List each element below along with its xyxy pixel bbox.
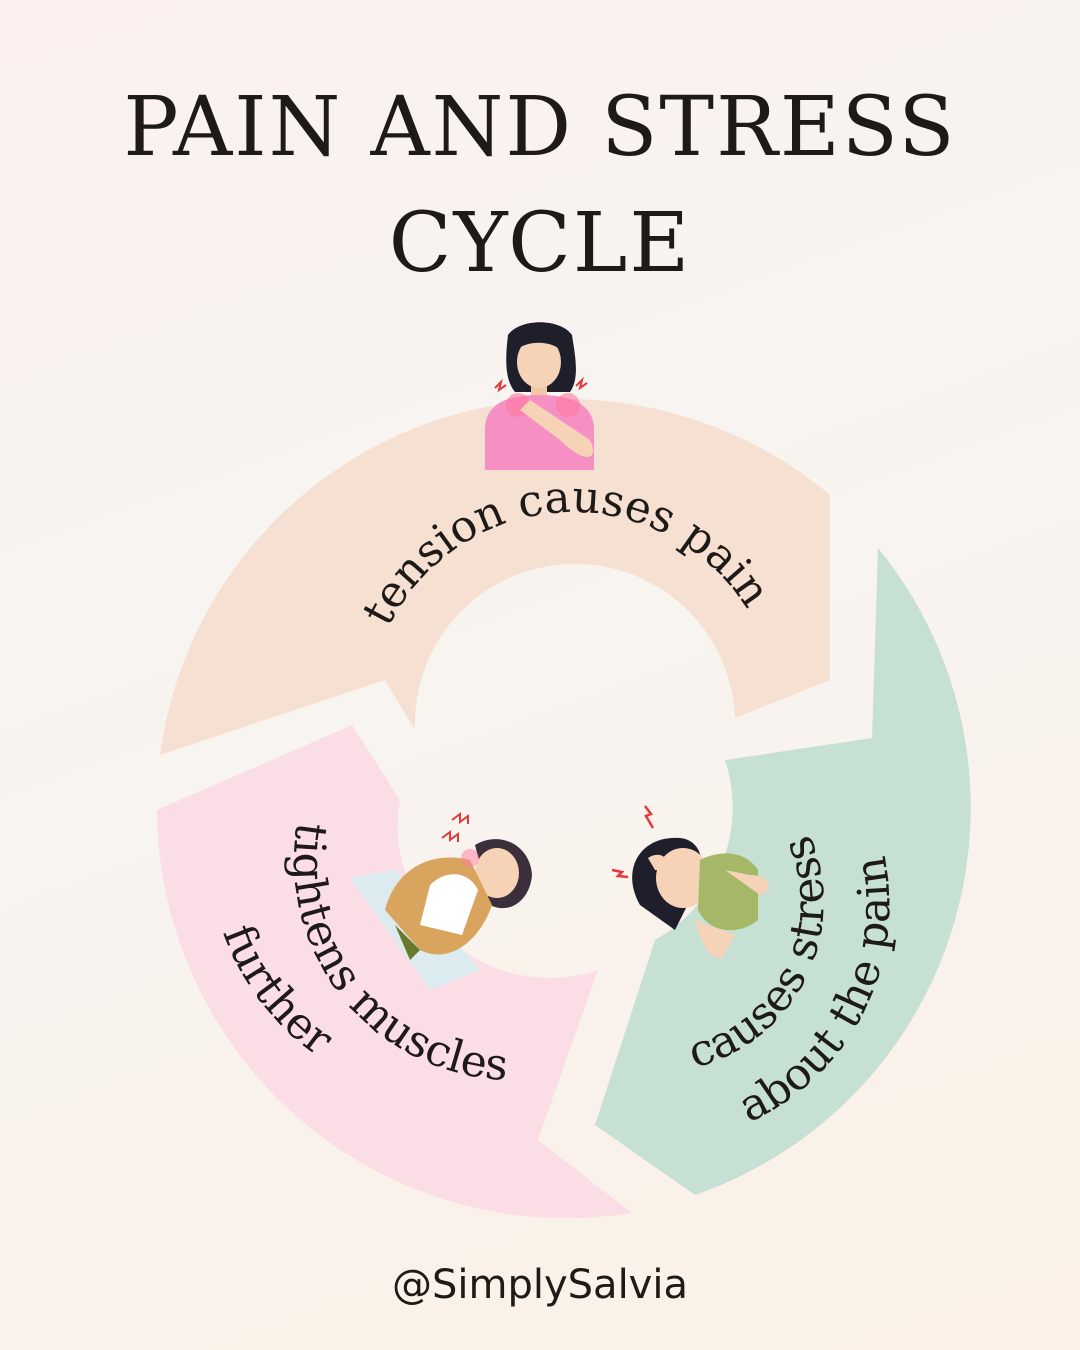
footer-handle: @SimplySalvia <box>0 1262 1080 1308</box>
woman-shoulder-pain-icon <box>485 322 594 470</box>
